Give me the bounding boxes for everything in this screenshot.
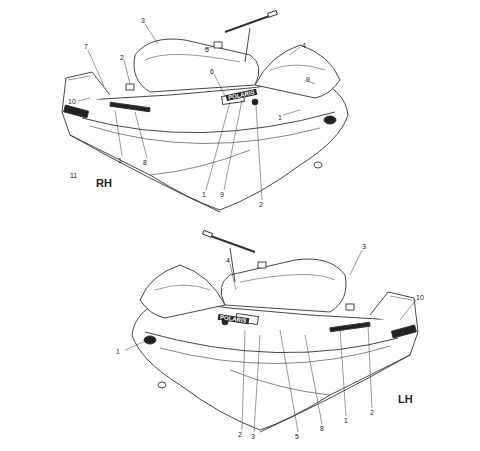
callout-number: 2 (120, 54, 124, 61)
view-label: LH (398, 394, 413, 405)
leader-lines (78, 24, 416, 432)
callout-number: 3 (251, 433, 255, 440)
callout-number: 9 (306, 76, 310, 83)
callout-number: 4 (226, 257, 230, 264)
callout-number: 2 (370, 409, 374, 416)
callout-number: 2 (238, 431, 242, 438)
callout-number: 1 (116, 348, 120, 355)
callout-number: 4 (302, 42, 306, 49)
callout-number: 10 (416, 294, 424, 301)
callout-number: 1 (202, 191, 206, 198)
callout-number: 5 (205, 46, 209, 53)
callout-number: 3 (141, 17, 145, 24)
callout-number: 6 (210, 68, 214, 75)
callout-number: 11 (70, 172, 77, 179)
callout-number: 2 (259, 201, 263, 208)
callout-number: 7 (84, 43, 88, 50)
callout-number: 10 (68, 98, 76, 105)
callout-number: 8 (320, 425, 324, 432)
callout-number: 8 (143, 159, 147, 166)
view-label: RH (96, 178, 112, 189)
callout-number: 9 (220, 191, 224, 198)
callout-number: 1 (118, 157, 122, 164)
callout-number: 5 (295, 433, 299, 440)
callout-number: 1 (344, 417, 348, 424)
callout-number: 1 (278, 114, 282, 121)
callout-number: 3 (362, 243, 366, 250)
